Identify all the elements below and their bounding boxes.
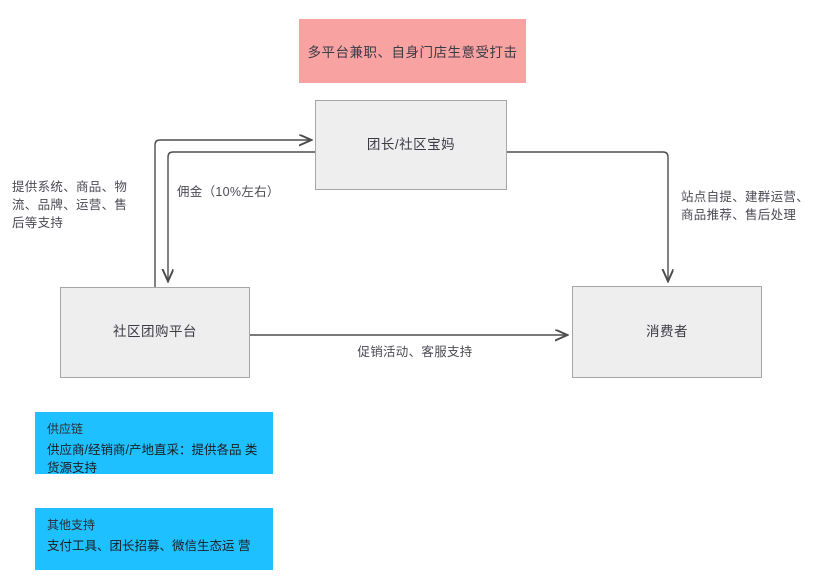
- edge-label-platform-to-consumer: 促销活动、客服支持: [357, 345, 473, 359]
- edge-label-platform-to-leader: 提供系统、商品、物 流、品牌、运营、售 后等支持: [12, 180, 128, 231]
- node-consumer-label: 消费者: [646, 323, 688, 339]
- note-supply-chain-title: 供应链: [47, 422, 84, 436]
- node-platform-label: 社区团购平台: [113, 324, 197, 340]
- edge-leader-to-consumer: [507, 151, 668, 280]
- node-platform[interactable]: 社区团购平台: [60, 287, 250, 378]
- edge-leader-to-platform: [168, 151, 315, 280]
- note-other-support-body: 支付工具、团长招募、微信生态运 营: [47, 539, 251, 553]
- node-consumer[interactable]: 消费者: [572, 286, 762, 378]
- node-leader-label: 团长/社区宝妈: [366, 136, 456, 152]
- note-other-support-title: 其他支持: [47, 518, 96, 532]
- note-leader-pain-point: 多平台兼职、自身门店生意受打击: [299, 19, 526, 83]
- edge-label-leader-to-platform: 佣金（10%左右）: [177, 185, 280, 199]
- note-other-support: 其他支持 支付工具、团长招募、微信生态运 营: [35, 508, 273, 570]
- edge-platform-to-leader: [154, 140, 310, 287]
- note-supply-chain: 供应链 供应商/经销商/产地直采：提供各品 类货源支持: [35, 412, 273, 476]
- edge-label-leader-to-consumer: 站点自提、建群运营、 商品推荐、售后处理: [681, 190, 810, 223]
- note-supply-chain-body: 供应商/经销商/产地直采：提供各品 类货源支持: [47, 443, 258, 476]
- node-leader[interactable]: 团长/社区宝妈: [315, 100, 507, 190]
- note-leader-pain-point-label: 多平台兼职、自身门店生意受打击: [307, 45, 518, 60]
